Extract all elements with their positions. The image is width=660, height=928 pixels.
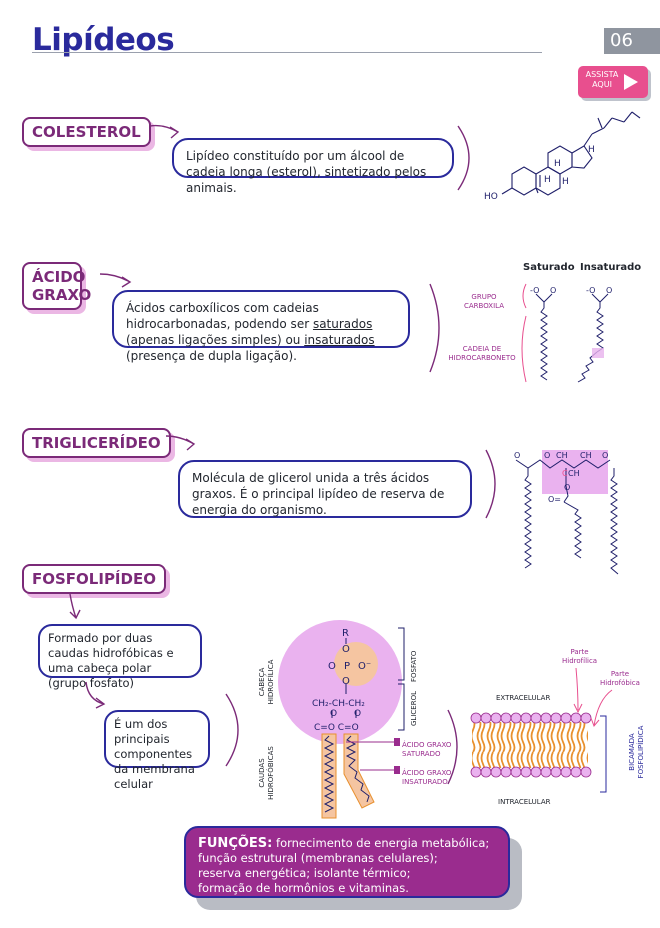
grupo-carboxila-label: GRUPO CARBOXILA bbox=[452, 293, 516, 311]
funcoes-text: fornecimento de energia metabólica; bbox=[272, 836, 490, 850]
atom-label: O⁻ bbox=[358, 661, 371, 672]
page-number: 06 bbox=[604, 28, 660, 54]
ho-label: HO bbox=[484, 192, 498, 202]
acido-graxo-description: Ácidos carboxílicos com cadeias hidrocar… bbox=[112, 290, 410, 363]
desc-text: (presença de dupla ligação). bbox=[126, 349, 297, 363]
atom-label: O bbox=[550, 286, 556, 295]
carbonyl-groups: C=O C=O bbox=[314, 723, 359, 733]
label-line: INSATURADO bbox=[402, 778, 448, 786]
atom-label: O bbox=[354, 709, 361, 719]
colesterol-tag: COLESTEROL bbox=[22, 117, 151, 147]
tag-line: ÁCIDO bbox=[32, 268, 86, 286]
fosfolipideo-box-composition: Formado por duas caudas hidrofóbicas e u… bbox=[38, 624, 202, 690]
atom-label: O bbox=[328, 661, 336, 672]
h-label: H bbox=[554, 159, 561, 169]
desc-text: (apenas ligações simples) ou bbox=[126, 333, 305, 347]
label-line: Hidrofóbica bbox=[600, 679, 640, 687]
acido-graxo-insaturado-label: ÁCIDO GRAXO INSATURADO bbox=[402, 769, 451, 787]
atom-label: O bbox=[342, 644, 350, 655]
title-divider bbox=[32, 52, 542, 53]
parte-hidrofilica-label: Parte Hidrofílica bbox=[562, 648, 597, 666]
acido-graxo-tag: ÁCIDO GRAXO bbox=[22, 262, 92, 310]
label-line: CABEÇA bbox=[258, 667, 266, 697]
label-line: CADEIA DE bbox=[462, 345, 502, 353]
label-line: Parte bbox=[570, 648, 589, 656]
label-line: GRUPO bbox=[471, 293, 497, 301]
play-icon bbox=[624, 74, 638, 90]
cadeia-hidrocarboneto-label: CADEIA DE HIDROCARBONETO bbox=[442, 345, 522, 363]
label-line: Hidrofílica bbox=[562, 657, 598, 665]
atom-label: CH bbox=[556, 451, 568, 460]
triglyceride-molecule: O O CH CH O CH C O O= bbox=[514, 450, 619, 575]
colesterol-description: Lipídeo constituído por um álcool de cad… bbox=[172, 138, 454, 195]
h-label: H bbox=[562, 177, 569, 187]
label-line: HIDROCARBONETO bbox=[448, 354, 516, 362]
fosfato-label: FOSFATO bbox=[410, 650, 418, 682]
membrane-bracket bbox=[447, 709, 458, 785]
phospholipid-molecule: R O O P O⁻ O CH₂-CH-CH₂ O O C=O C=O bbox=[278, 620, 405, 819]
label-line: SATURADO bbox=[402, 750, 441, 758]
label-line: Parte bbox=[610, 670, 630, 678]
acido-graxo-bracket bbox=[429, 283, 440, 373]
fosfolipideo-arrow-icon bbox=[85, 681, 106, 709]
watch-button-label: ASSISTA AQUI bbox=[585, 70, 619, 89]
atom-label: O bbox=[602, 451, 608, 460]
fosfolipideo-bracket bbox=[225, 693, 239, 767]
triglicerideo-description: Molécula de glicerol unida a três ácidos… bbox=[178, 460, 472, 518]
label-line: ÁCIDO GRAXO bbox=[402, 741, 452, 749]
funcoes-line: função estrutural (membranas celulares); bbox=[198, 851, 438, 865]
fosfolipideo-arrow-icon bbox=[69, 593, 81, 620]
tag-line: GRAXO bbox=[32, 286, 92, 304]
h-label: H bbox=[588, 145, 595, 155]
insaturado-heading: Insaturado bbox=[580, 262, 642, 273]
intracelular-label: INTRACELULAR bbox=[498, 798, 551, 806]
colesterol-arrow-icon bbox=[149, 124, 180, 139]
atom-label: O bbox=[514, 451, 520, 460]
saturados-term: saturados bbox=[312, 317, 373, 331]
extracelular-label: EXTRACELULAR bbox=[496, 694, 551, 702]
atom-label: CH bbox=[568, 469, 580, 478]
funcoes-box: FUNÇÕES: fornecimento de energia metaból… bbox=[184, 826, 510, 898]
fosfolipideo-box-membrane: É um dos principais componentes da membr… bbox=[104, 710, 210, 791]
atom-label: C bbox=[562, 469, 568, 478]
h-label: H bbox=[544, 175, 551, 185]
atom-label: O bbox=[330, 709, 337, 719]
atom-label: O= bbox=[548, 495, 561, 504]
glicerol-label: GLICEROL bbox=[410, 691, 418, 726]
parte-hidrofobica-label: Parte Hidrofóbica bbox=[600, 670, 640, 688]
label-line: ÁCIDO GRAXO bbox=[402, 769, 452, 777]
triglicerideo-bracket bbox=[485, 449, 496, 519]
atom-label: CH bbox=[580, 451, 592, 460]
atom-label: -O bbox=[586, 286, 595, 295]
atom-label: O bbox=[606, 286, 612, 295]
cholesterol-molecule: HO H H H H bbox=[484, 111, 641, 202]
atom-label: -O bbox=[530, 286, 539, 295]
fatty-acid-structures: -O O -O O bbox=[521, 283, 612, 383]
triglicerideo-arrow-icon bbox=[165, 435, 196, 451]
saturado-heading: Saturado bbox=[523, 262, 575, 273]
insaturados-term: insaturados bbox=[304, 333, 375, 347]
atom-label: O bbox=[564, 483, 570, 492]
colesterol-bracket bbox=[457, 125, 470, 191]
atom-label: R bbox=[342, 628, 349, 639]
funcoes-line: reserva energética; isolante térmico; bbox=[198, 866, 411, 880]
atom-label: O bbox=[342, 676, 350, 687]
funcoes-line: FUNÇÕES: fornecimento de energia metaból… bbox=[198, 836, 496, 851]
glycerol-chain: CH₂-CH-CH₂ bbox=[312, 699, 365, 709]
membrane-bilayer bbox=[470, 667, 613, 793]
label-line: FOSFOLIPÍDICA bbox=[637, 725, 645, 779]
watch-here-button[interactable]: ASSISTA AQUI bbox=[578, 66, 648, 98]
desc-text: Ácidos carboxílicos com cadeias hidrocar… bbox=[126, 301, 319, 331]
funcoes-line: formação de hormônios e vitaminas. bbox=[198, 881, 409, 895]
acido-graxo-arrow-icon bbox=[99, 273, 132, 288]
fosfolipideo-tag: FOSFOLIPÍDEO bbox=[22, 564, 166, 594]
funcoes-label: FUNÇÕES: bbox=[198, 836, 273, 851]
atom-label: P bbox=[344, 661, 350, 672]
triglicerideo-tag: TRIGLICERÍDEO bbox=[22, 428, 171, 458]
atom-label: O bbox=[544, 451, 550, 460]
label-line: CARBOXILA bbox=[464, 302, 504, 310]
bicamada-label: BICAMADA FOSFOLIPÍDICA bbox=[628, 714, 646, 790]
acido-graxo-saturado-label: ÁCIDO GRAXO SATURADO bbox=[402, 741, 451, 759]
label-line: CAUDAS bbox=[258, 758, 266, 788]
